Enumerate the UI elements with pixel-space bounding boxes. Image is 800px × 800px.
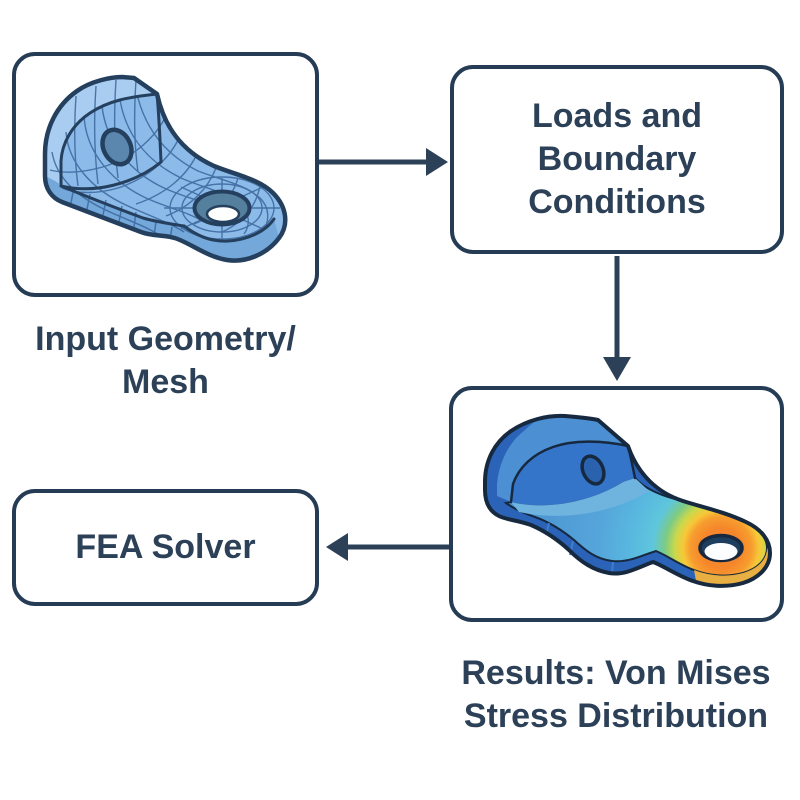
caption-input-line-2: Mesh (122, 362, 209, 401)
loads-bc-label-line-2: Boundary (537, 140, 697, 179)
node-loads-boundary-conditions: Loads and Boundary Conditions (450, 65, 784, 254)
caption-results-line-1: Results: Von Mises (461, 654, 771, 692)
meshed-bracket-illustration (42, 74, 288, 263)
mesh-bracket-front-wall (45, 172, 143, 232)
fea-solver-label: FEA Solver (75, 528, 256, 567)
node-input-geometry (12, 52, 319, 297)
mesh-grid-lines (49, 79, 280, 241)
mesh-bracket-holes (100, 127, 252, 227)
caption-results-line-2: Stress Distribution (463, 696, 769, 735)
stress-flange-face (511, 441, 635, 506)
mesh-bracket-outline (42, 74, 288, 263)
stress-bracket-holes (580, 454, 744, 563)
caption-input-geometry: Input Geometry/ Mesh (0, 318, 331, 404)
stress-flange-strip (497, 416, 628, 502)
stress-bracket-illustration (483, 413, 772, 588)
caption-results: Results: Von Mises Stress Distribution (430, 652, 800, 738)
stress-wall-hot-band (694, 548, 770, 586)
arrow-results-to-solver (326, 533, 449, 561)
mesh-bracket-edges (59, 92, 276, 243)
loads-bc-label-line-3: Conditions (528, 182, 706, 221)
stress-bracket-outline (483, 413, 772, 588)
stress-inner-bend-face (511, 478, 649, 516)
arrow-loads-to-results (603, 256, 631, 381)
loads-bc-label-line-1: Loads and (531, 97, 703, 136)
node-results-stress (449, 386, 784, 622)
mesh-bracket-flange-strip (45, 77, 157, 184)
node-fea-solver: FEA Solver (12, 489, 319, 606)
caption-input-line-1: Input Geometry/ (35, 320, 296, 358)
arrow-input-to-loads (319, 148, 448, 176)
